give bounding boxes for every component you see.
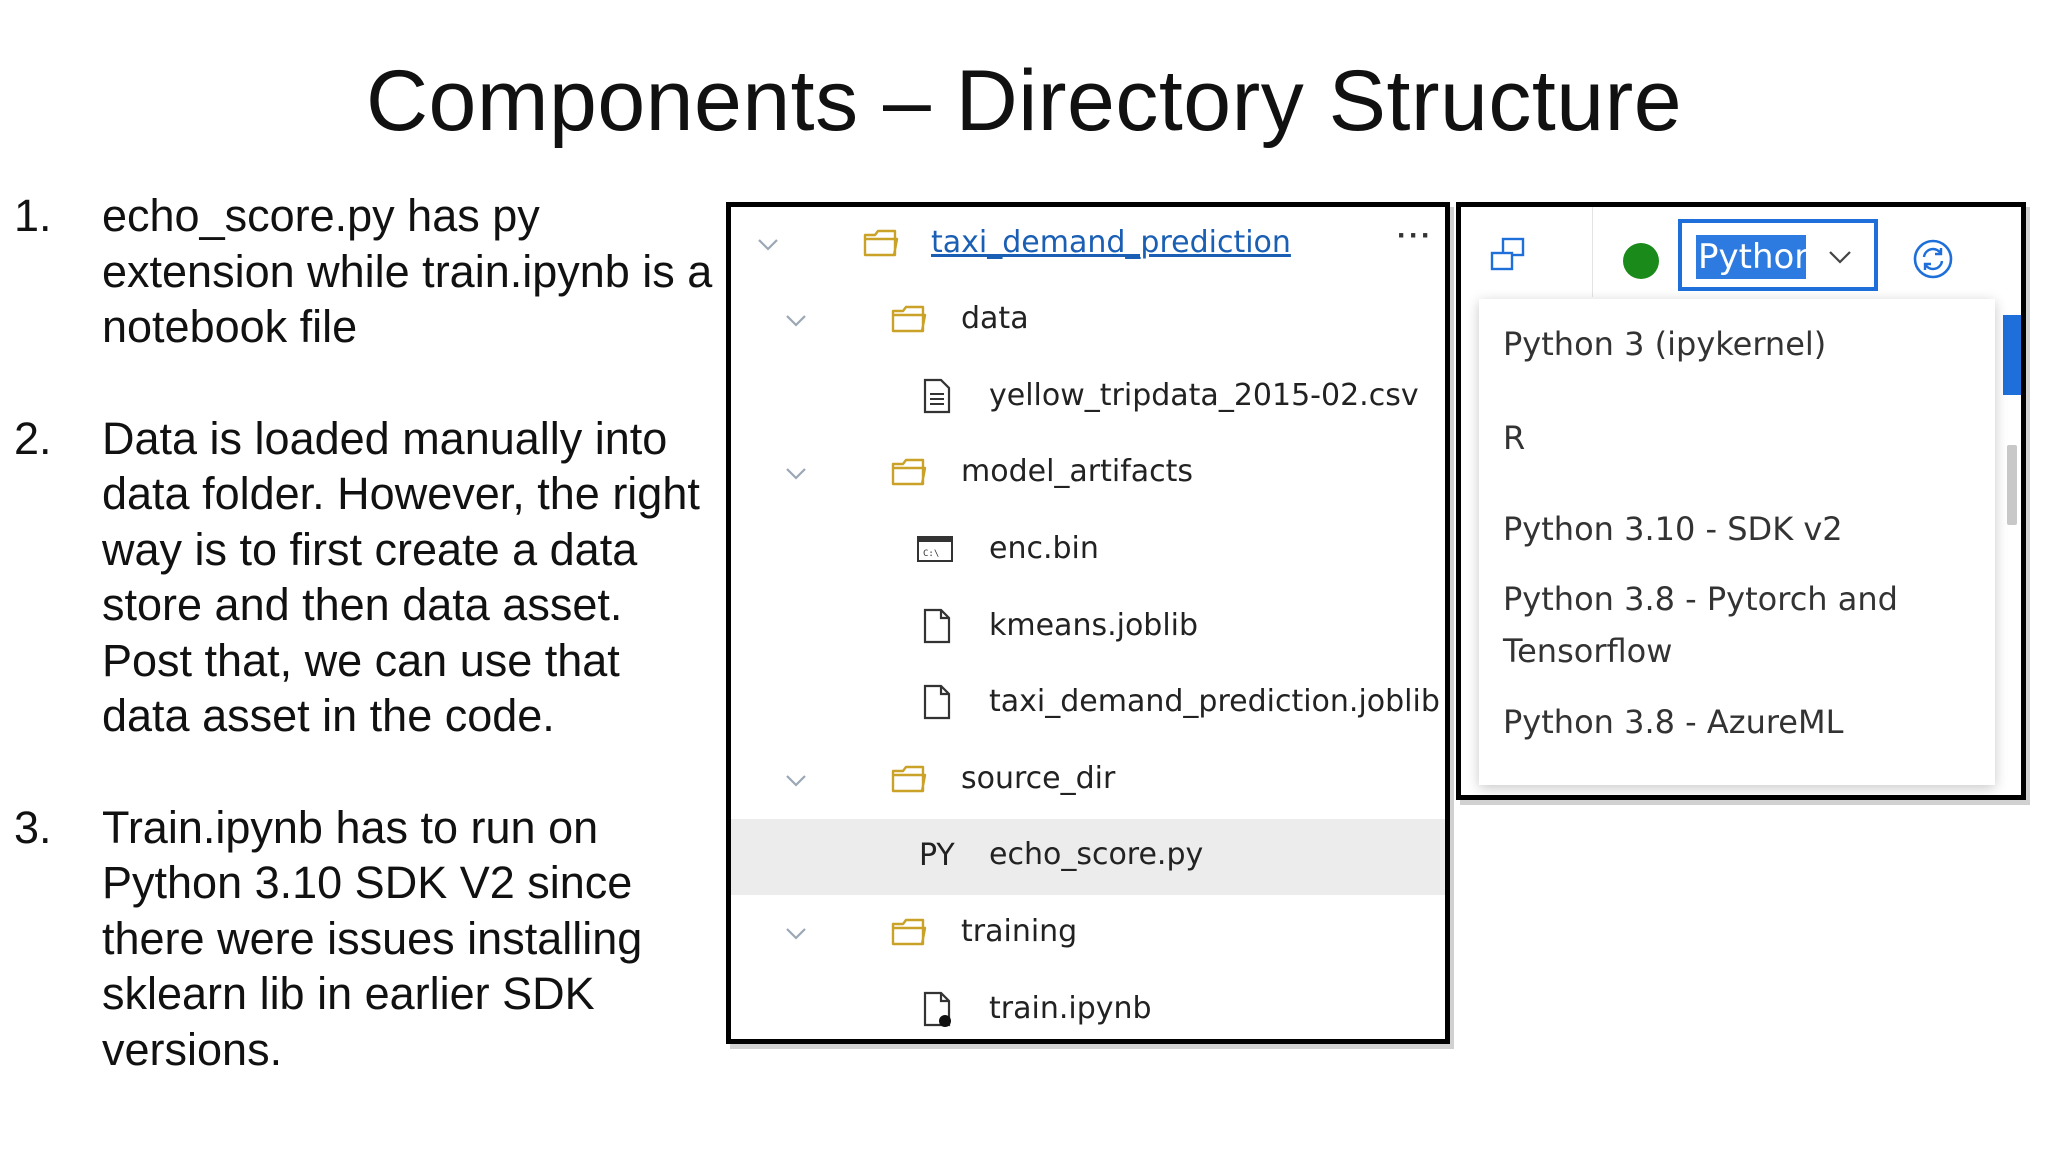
kernel-status-indicator: [1623, 243, 1659, 279]
kernel-selector-panel: Pythor Python 3 (ipykernel) R Python 3.1…: [1456, 202, 2026, 800]
tree-item-training[interactable]: training: [731, 896, 1445, 972]
kernel-option-python38-azureml[interactable]: Python 3.8 - AzureML: [1503, 703, 1844, 741]
tree-item-kmeans-joblib[interactable]: kmeans.joblib: [731, 590, 1445, 666]
bullet-number: 2.: [14, 412, 52, 464]
folder-icon: [891, 918, 927, 946]
tree-item-model-artifacts[interactable]: model_artifacts: [731, 436, 1445, 512]
kernel-selected-value: Pythor: [1696, 235, 1806, 279]
tree-item-label: data: [961, 301, 1029, 336]
binary-file-icon: C:\: [917, 536, 953, 562]
python-file-icon: PY: [919, 838, 955, 873]
folder-icon: [891, 305, 927, 333]
bullet-number: 3.: [14, 801, 52, 853]
chevron-down-icon[interactable]: [783, 920, 809, 946]
tree-item-label: source_dir: [961, 761, 1116, 796]
tree-item-taxi-demand-prediction[interactable]: taxi_demand_prediction ···: [731, 207, 1445, 283]
tree-item-source-dir[interactable]: source_dir: [731, 743, 1445, 819]
scrollbar-thumb[interactable]: [2007, 445, 2017, 525]
bullet-number: 1.: [14, 190, 52, 241]
slide-title: Components – Directory Structure: [365, 53, 1683, 149]
background-accent-bar: [2003, 315, 2021, 395]
bullet-point-2: 2. Data is loaded manually into data fol…: [14, 411, 714, 744]
notebook-toolbar: Pythor: [1461, 207, 2021, 297]
tree-item-echo-score-py[interactable]: PY echo_score.py: [731, 819, 1445, 895]
folder-icon: [891, 458, 927, 486]
tree-item-label: echo_score.py: [989, 837, 1204, 872]
kernel-option-python38-pytorch-tensorflow[interactable]: Python 3.8 - Pytorch and Tensorflow: [1503, 580, 1898, 670]
toolbar-divider: [1592, 207, 1593, 297]
tree-item-label: training: [961, 914, 1078, 949]
tree-item-train-ipynb[interactable]: train.ipynb: [731, 973, 1445, 1039]
folder-icon: [891, 765, 927, 793]
compute-instance-icon[interactable]: [1487, 235, 1529, 277]
kernel-select[interactable]: Pythor: [1678, 219, 1878, 291]
tree-item-yellow-tripdata[interactable]: yellow_tripdata_2015-02.csv: [731, 360, 1445, 436]
chevron-down-icon[interactable]: [783, 460, 809, 486]
svg-text:C:\: C:\: [923, 549, 939, 559]
tree-item-data[interactable]: data: [731, 283, 1445, 359]
tree-item-taxi-demand-joblib[interactable]: taxi_demand_prediction.joblib: [731, 666, 1445, 742]
bullet-point-1: 1. echo_score.py has py extension while …: [14, 188, 714, 355]
bullet-text: Data is loaded manually into data folder…: [102, 412, 700, 742]
refresh-kernel-icon[interactable]: [1909, 235, 1957, 283]
folder-icon: [863, 229, 899, 257]
chevron-down-icon[interactable]: [755, 231, 781, 257]
notebook-file-icon: [923, 991, 951, 1027]
chevron-down-icon[interactable]: [1824, 241, 1856, 273]
kernel-dropdown-list: Python 3 (ipykernel) R Python 3.10 - SDK…: [1479, 299, 1995, 785]
text-file-icon: [923, 378, 951, 414]
kernel-option-python310-sdkv2[interactable]: Python 3.10 - SDK v2: [1503, 510, 1843, 548]
tree-item-label: enc.bin: [989, 531, 1099, 566]
file-icon: [923, 608, 951, 644]
bullet-point-3: 3. Train.ipynb has to run on Python 3.10…: [14, 800, 714, 1078]
chevron-down-icon[interactable]: [783, 767, 809, 793]
file-explorer-panel: taxi_demand_prediction ··· data yellow_t…: [726, 202, 1450, 1044]
tree-item-enc-bin[interactable]: C:\ enc.bin: [731, 513, 1445, 589]
chevron-down-icon[interactable]: [783, 307, 809, 333]
tree-item-label: train.ipynb: [989, 991, 1152, 1026]
bullet-text: echo_score.py has py extension while tra…: [102, 190, 713, 352]
tree-item-label: kmeans.joblib: [989, 608, 1199, 643]
more-options-icon[interactable]: ···: [1397, 219, 1433, 252]
tree-item-label[interactable]: taxi_demand_prediction: [931, 225, 1291, 260]
kernel-option-r[interactable]: R: [1503, 419, 1526, 457]
bullet-text: Train.ipynb has to run on Python 3.10 SD…: [102, 801, 643, 1075]
tree-item-label: taxi_demand_prediction.joblib: [989, 684, 1440, 719]
file-icon: [923, 684, 951, 720]
tree-item-label: model_artifacts: [961, 454, 1194, 489]
tree-item-label: yellow_tripdata_2015-02.csv: [989, 378, 1419, 413]
kernel-option-python3-ipykernel[interactable]: Python 3 (ipykernel): [1503, 325, 1827, 363]
bullet-list: 1. echo_score.py has py extension while …: [14, 188, 714, 1077]
